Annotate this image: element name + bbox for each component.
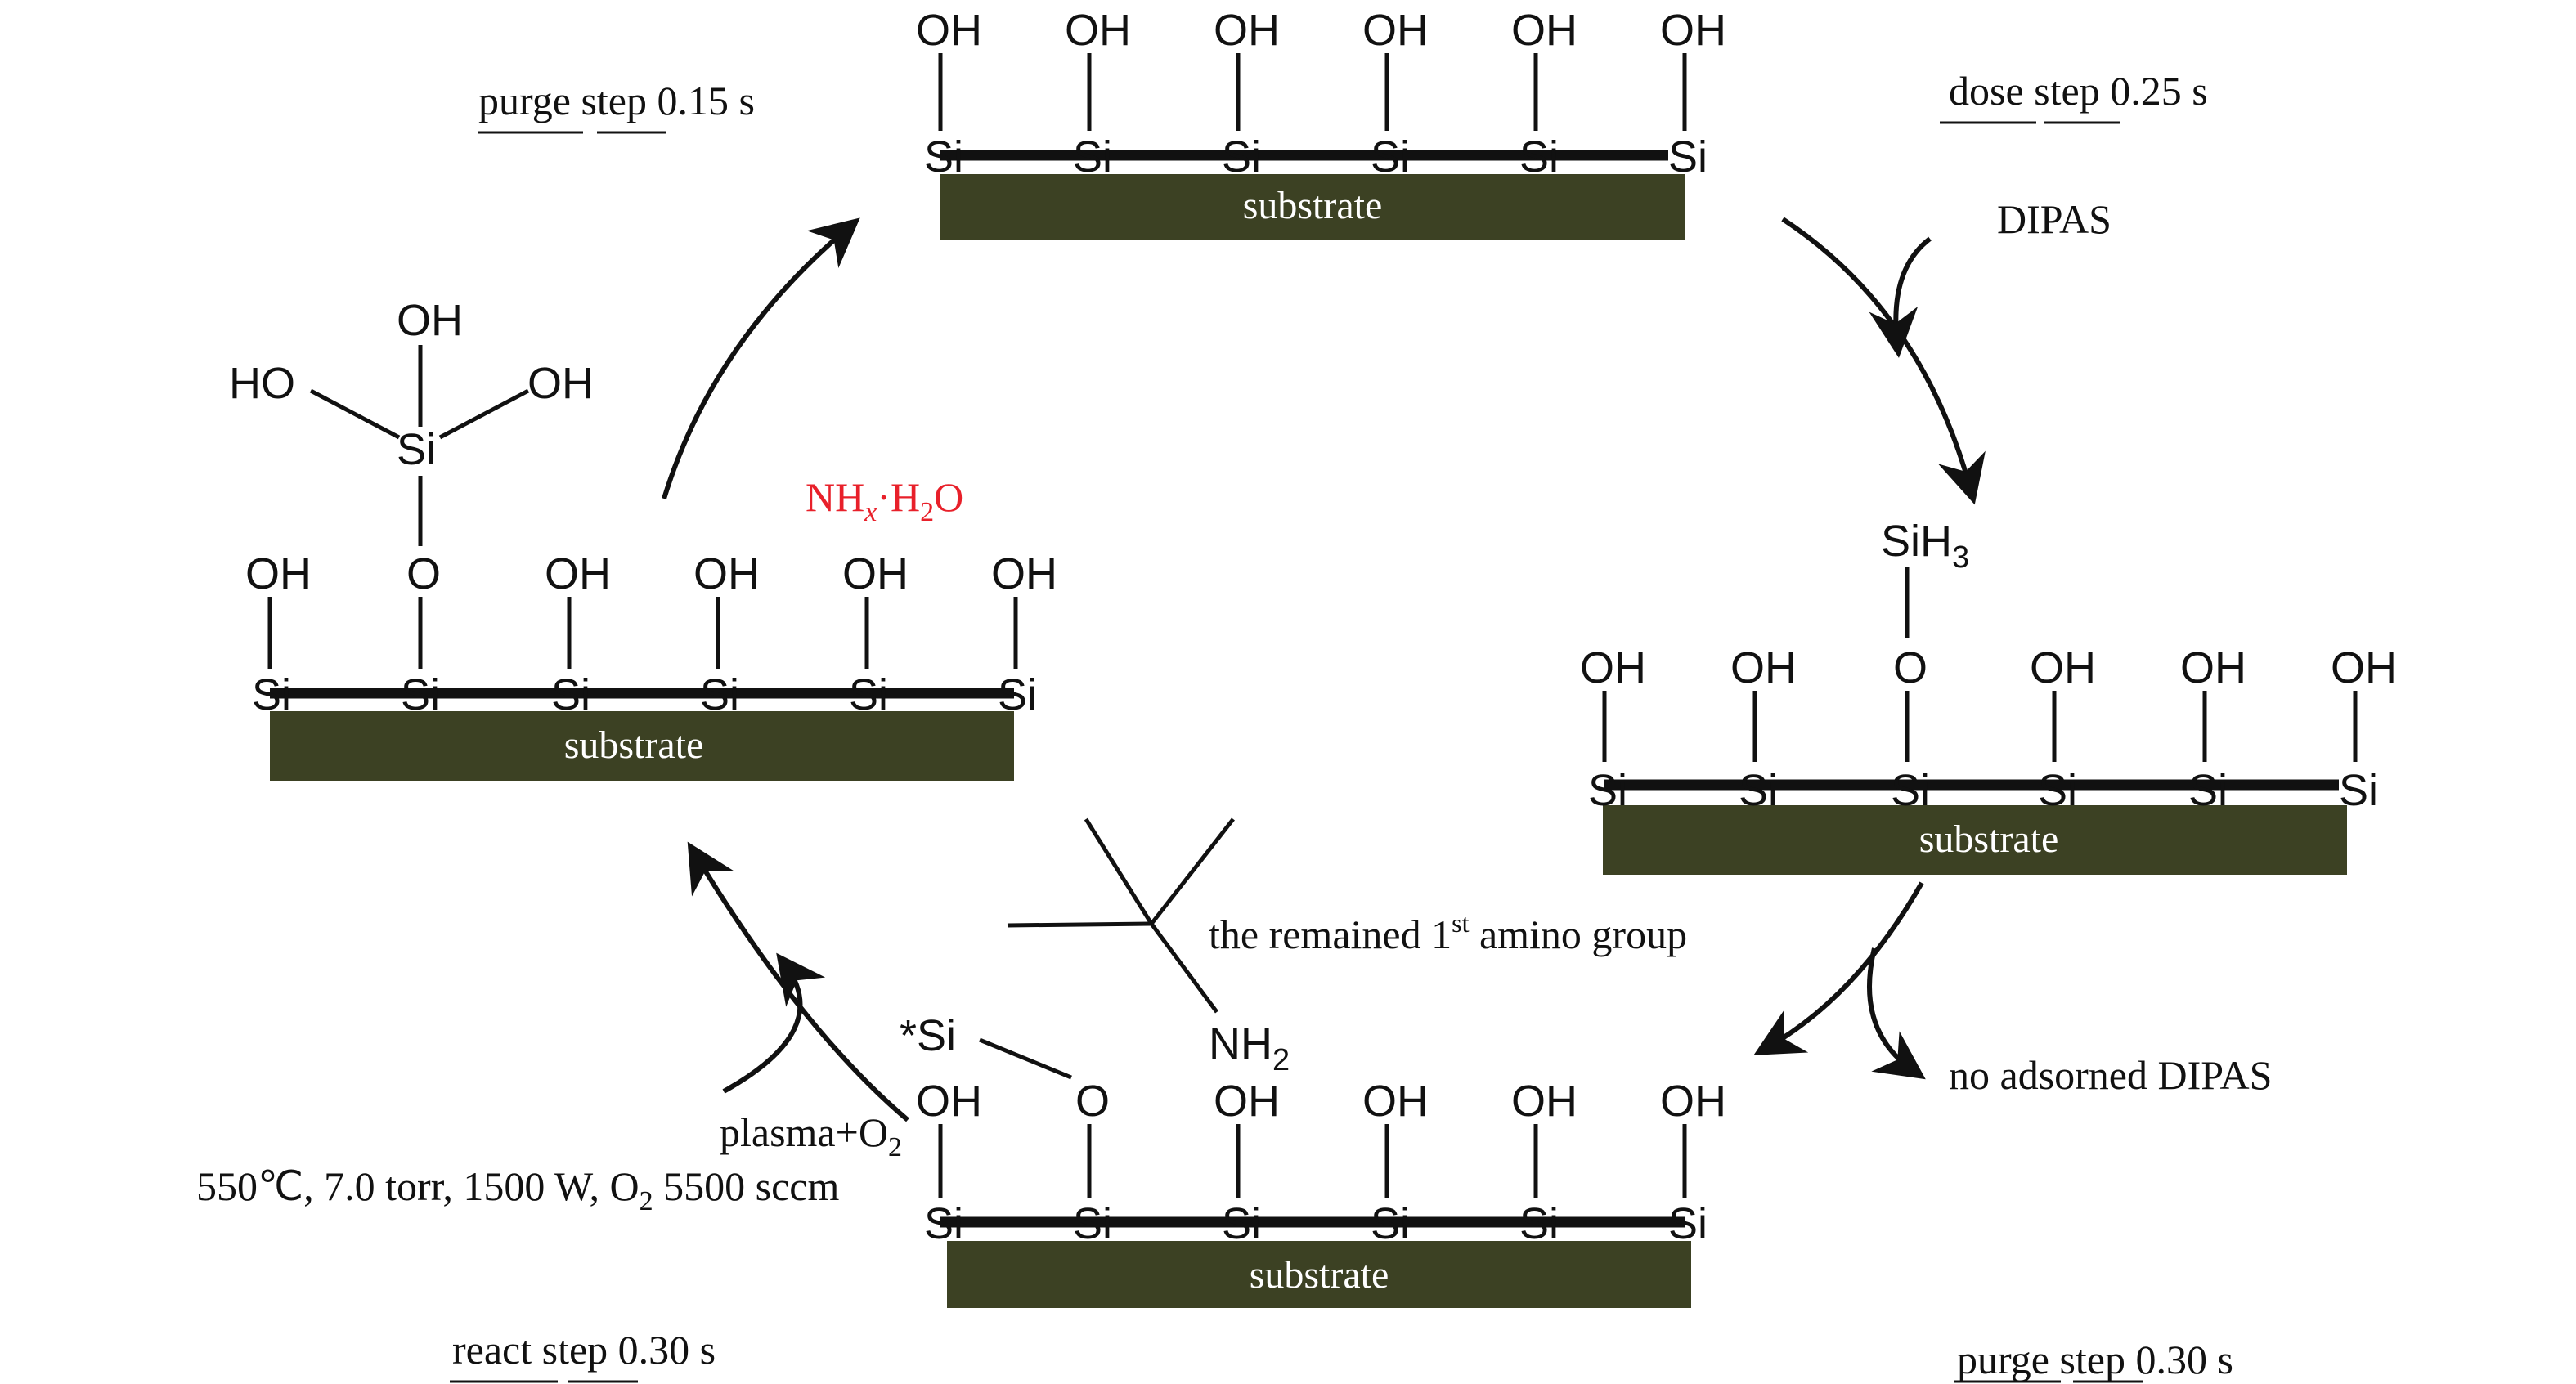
- arrow-purge-top: [662, 217, 860, 499]
- oh-label: OH: [2030, 643, 2096, 692]
- si-label: Si: [1073, 1199, 1112, 1248]
- oh-label: OH: [693, 549, 760, 598]
- substrate-right: [1603, 805, 2347, 875]
- oh-label: OH: [2180, 643, 2246, 692]
- oh-label: OH: [1065, 6, 1131, 55]
- si-label: Si: [2339, 766, 2378, 815]
- surface-bottom: substrate *Si OH Si O Si OH Si OH Si OH Si OH…: [900, 1011, 1726, 1308]
- step-label-purge-top: purge step 0.15 s: [478, 78, 755, 134]
- svg-text:react step 0.30 s: react step 0.30 s: [452, 1327, 716, 1373]
- o-label: O: [1075, 1077, 1110, 1126]
- substrate-label: substrate: [1250, 1253, 1389, 1297]
- si-oh3-group: OH HO OH Si: [229, 296, 594, 546]
- si-label: Si: [2188, 766, 2228, 815]
- arrow-purge-bottom: [1753, 881, 1924, 1055]
- si-label: Si: [1371, 1199, 1410, 1248]
- substrate-label: substrate: [564, 723, 704, 767]
- si-label: Si: [849, 670, 888, 719]
- oh-label: OH: [1730, 643, 1797, 692]
- si-label: Si: [397, 425, 436, 474]
- oh-label: OH: [842, 549, 909, 598]
- substrate-left: [270, 711, 1014, 781]
- si-label: Si: [1891, 766, 1930, 815]
- arrow-plasma-in: [722, 952, 826, 1094]
- plasma-o2-label: plasma+O2: [720, 1109, 902, 1162]
- hydroxyl-groups: OH Si O Si OH Si OH Si OH Si OH Si: [916, 1077, 1726, 1248]
- si-label: Si: [1371, 132, 1410, 181]
- si-label: Si: [924, 132, 963, 181]
- si-label: Si: [1222, 132, 1261, 181]
- si-label: Si: [1668, 132, 1708, 181]
- arrow-dipas-in: [1869, 236, 1932, 358]
- step-label-dose: dose step 0.25 s: [1940, 68, 2208, 124]
- no-adsorbed-dipas-label: no adsorned DIPAS: [1949, 1052, 2272, 1098]
- si-label: Si: [998, 670, 1037, 719]
- star-si-label: *Si: [900, 1011, 956, 1060]
- byproduct-label: NHx·H2O: [806, 474, 963, 527]
- hydroxyl-groups: OH Si O Si OH Si OH Si OH Si OH Si: [245, 549, 1057, 719]
- oh-label: OH: [1214, 6, 1280, 55]
- oh-label: OH: [916, 1077, 982, 1126]
- si-label: Si: [2038, 766, 2077, 815]
- si-label: Si: [401, 670, 440, 719]
- arrow-react: [687, 841, 909, 1122]
- substrate-label: substrate: [1243, 184, 1383, 227]
- arrow-dose: [1781, 217, 1986, 505]
- nh2-label: NH2: [1209, 1019, 1290, 1077]
- svg-text:purge step 0.30 s: purge step 0.30 s: [1957, 1337, 2233, 1382]
- si-label: Si: [924, 1199, 963, 1248]
- process-conditions-label: 550℃, 7.0 torr, 1500 W, O2 5500 sccm: [196, 1163, 839, 1216]
- oh-label: OH: [1214, 1077, 1280, 1126]
- si-label: Si: [551, 670, 590, 719]
- hydroxyl-groups: OH Si OH Si O Si OH Si OH Si OH Si: [1580, 643, 2397, 815]
- oh-label: OH: [2331, 643, 2397, 692]
- si-label: Si: [1668, 1199, 1708, 1248]
- si-label: Si: [1073, 132, 1112, 181]
- o-label: O: [406, 549, 441, 598]
- surface-right: substrate SiH3 OH Si OH Si O Si OH Si OH Si O…: [1580, 517, 2397, 875]
- oh-label: OH: [916, 6, 982, 55]
- surface-top: substrate OH Si OH Si OH Si OH Si OH Si OH Si: [916, 6, 1726, 240]
- substrate-top: [940, 174, 1685, 240]
- oh-label: OH: [545, 549, 611, 598]
- oh-label: OH: [1660, 6, 1726, 55]
- ho-label: HO: [229, 359, 295, 408]
- si-label: Si: [252, 670, 291, 719]
- o-label: O: [1893, 643, 1928, 692]
- remained-amino-group-label: the remained 1st amino group: [1209, 908, 1687, 957]
- oh-label: OH: [1511, 1077, 1577, 1126]
- oh-label: OH: [991, 549, 1057, 598]
- svg-text:purge step 0.15 s: purge step 0.15 s: [478, 78, 755, 123]
- svg-text:dose step 0.25 s: dose step 0.25 s: [1949, 68, 2208, 114]
- oh-label: OH: [1511, 6, 1577, 55]
- arrow-no-adsorbed: [1867, 947, 1926, 1080]
- si-label: Si: [1519, 132, 1559, 181]
- sih3-label: SiH3: [1881, 517, 1969, 575]
- dipas-label: DIPAS: [1997, 196, 2112, 242]
- step-label-purge-bottom: purge step 0.30 s: [1954, 1337, 2233, 1383]
- si-label: Si: [1222, 1199, 1261, 1248]
- oh-label: OH: [245, 549, 312, 598]
- substrate-bottom: [947, 1241, 1691, 1308]
- step-label-react: react step 0.30 s: [450, 1327, 716, 1383]
- oh-label: OH: [397, 296, 463, 345]
- oh-label: OH: [1660, 1077, 1726, 1126]
- amino-group-skeleton: NH2: [1007, 817, 1290, 1077]
- substrate-label: substrate: [1919, 817, 2059, 861]
- cycle-arrows: [662, 217, 1986, 1122]
- oh-label: OH: [527, 359, 594, 408]
- oh-label: OH: [1362, 6, 1429, 55]
- oh-label: OH: [1362, 1077, 1429, 1126]
- si-label: Si: [1519, 1199, 1559, 1248]
- surface-left: substrate OH HO OH Si OH Si O Si OH Si OH Si…: [229, 296, 1057, 781]
- si-label: Si: [700, 670, 739, 719]
- oh-label: OH: [1580, 643, 1646, 692]
- si-label: Si: [1588, 766, 1627, 815]
- hydroxyl-groups: OH Si OH Si OH Si OH Si OH Si OH Si: [916, 6, 1726, 181]
- si-label: Si: [1739, 766, 1778, 815]
